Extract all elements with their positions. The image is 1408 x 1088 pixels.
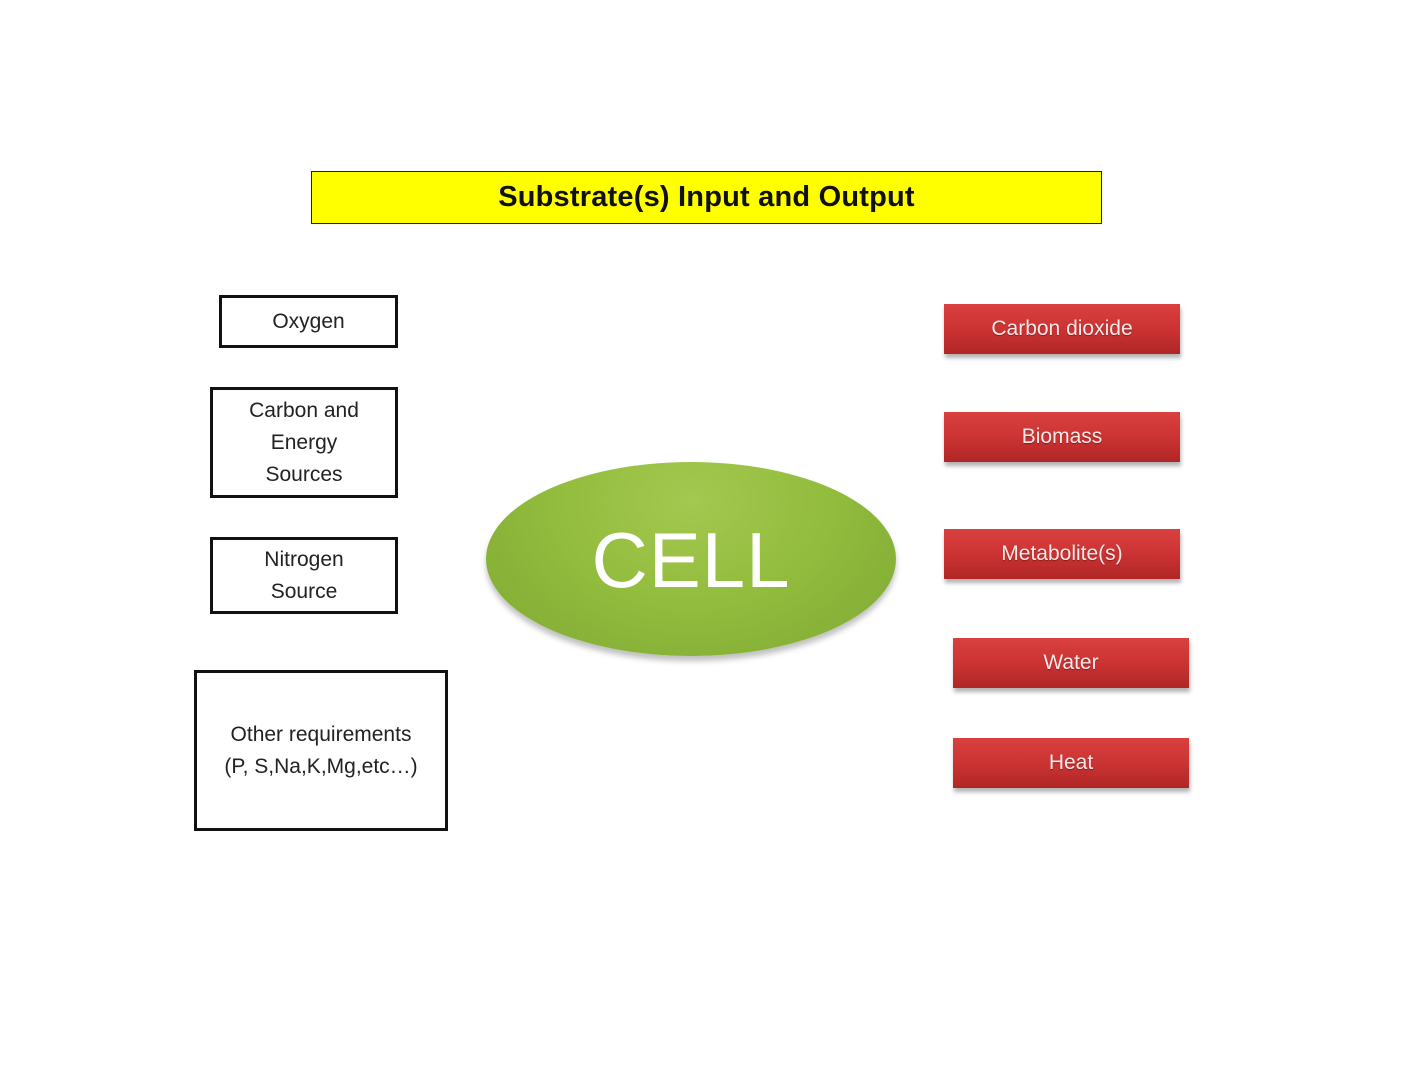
output-label: Metabolite(s) xyxy=(1001,542,1123,565)
input-label: Oxygen xyxy=(272,309,345,333)
input-other-requirements-box: Other requirements (P, S,Na,K,Mg,etc…) xyxy=(194,670,448,831)
output-label: Biomass xyxy=(1021,425,1103,448)
cell-ellipse: CELL xyxy=(486,462,896,656)
output-carbon-dioxide-box: Carbon dioxide xyxy=(944,304,1180,354)
input-nitrogen-box: Nitrogen Source xyxy=(210,537,398,614)
output-label: Heat xyxy=(1048,751,1094,774)
input-oxygen-box: Oxygen xyxy=(219,295,398,348)
output-metabolites-box: Metabolite(s) xyxy=(944,529,1180,579)
diagram-title-banner: Substrate(s) Input and Output xyxy=(311,171,1102,224)
cell-label: CELL xyxy=(591,515,791,604)
input-label: Carbon and Energy Sources xyxy=(249,398,359,486)
input-label: Nitrogen Source xyxy=(264,547,344,603)
input-label: Other requirements (P, S,Na,K,Mg,etc…) xyxy=(224,722,418,778)
output-label: Carbon dioxide xyxy=(991,317,1133,340)
output-water-box: Water xyxy=(953,638,1189,688)
output-biomass-box: Biomass xyxy=(944,412,1180,462)
input-carbon-energy-box: Carbon and Energy Sources xyxy=(210,387,398,498)
diagram-title: Substrate(s) Input and Output xyxy=(498,181,915,213)
output-label: Water xyxy=(1043,651,1099,674)
output-heat-box: Heat xyxy=(953,738,1189,788)
